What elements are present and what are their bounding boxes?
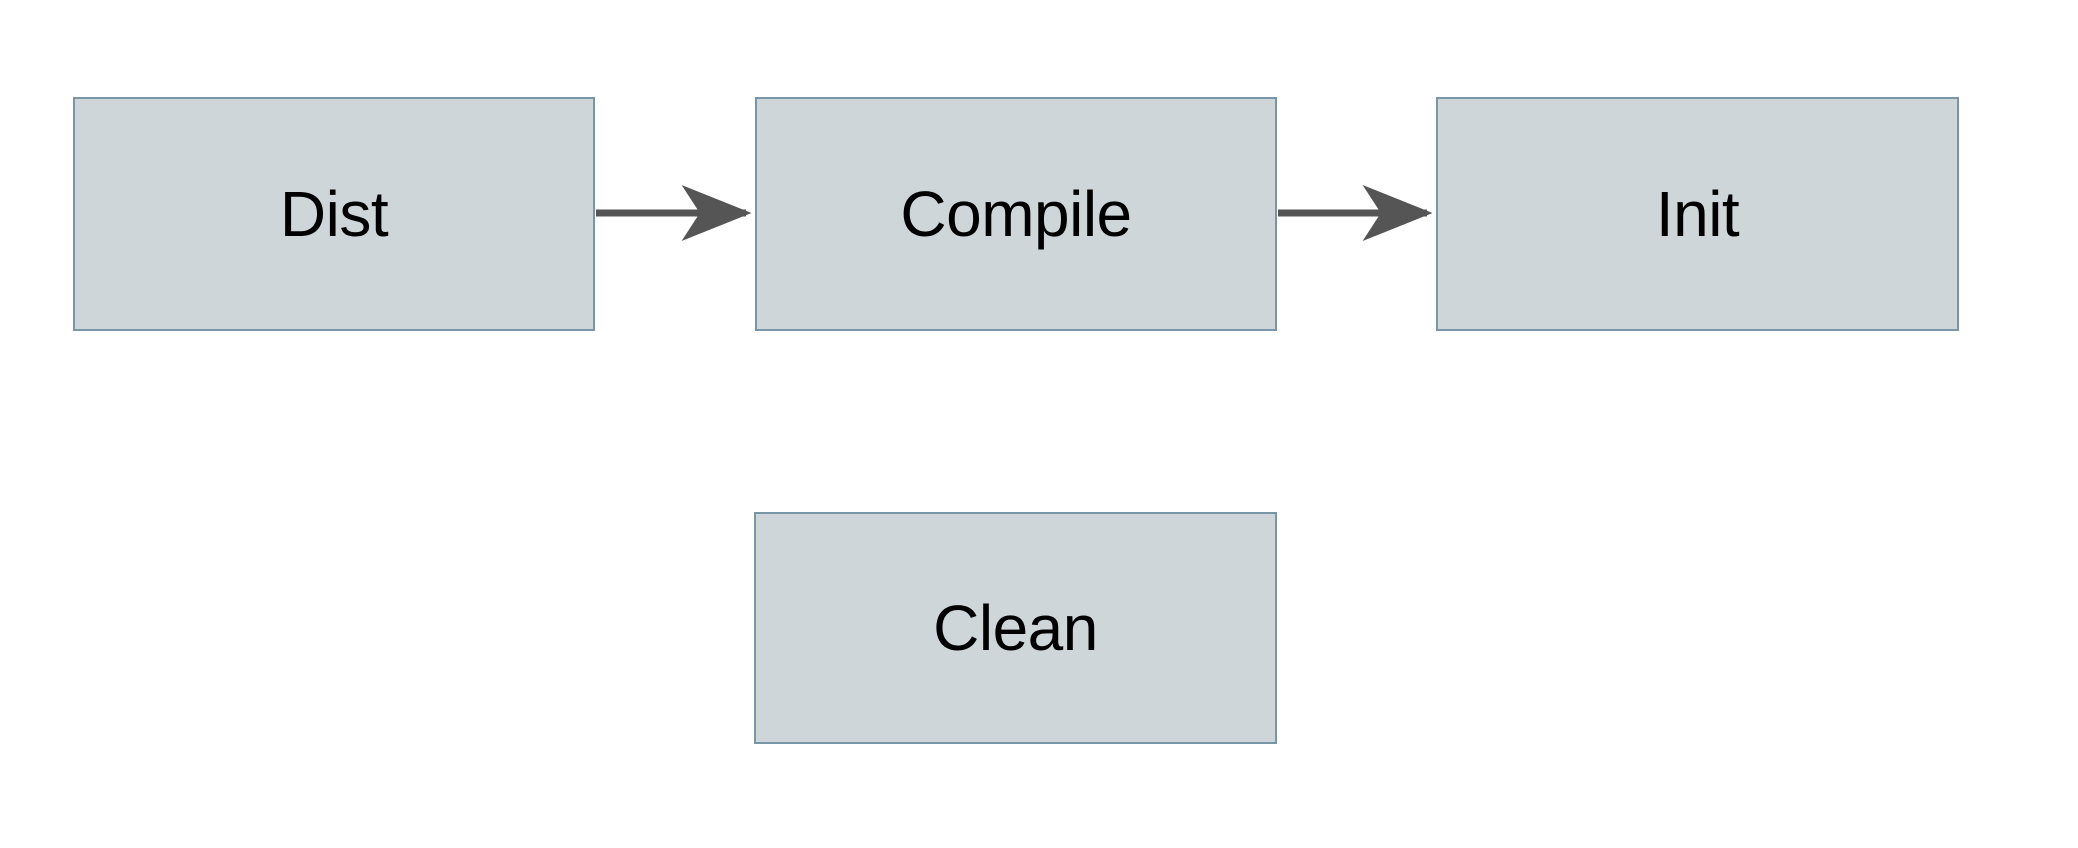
node-init[interactable]: Init bbox=[1436, 97, 1959, 331]
node-dist-label: Dist bbox=[279, 178, 389, 250]
node-dist[interactable]: Dist bbox=[73, 97, 595, 331]
node-compile-label: Compile bbox=[900, 178, 1132, 250]
node-clean[interactable]: Clean bbox=[754, 512, 1277, 744]
node-clean-label: Clean bbox=[933, 592, 1098, 664]
node-compile[interactable]: Compile bbox=[755, 97, 1277, 331]
node-init-label: Init bbox=[1655, 178, 1740, 250]
